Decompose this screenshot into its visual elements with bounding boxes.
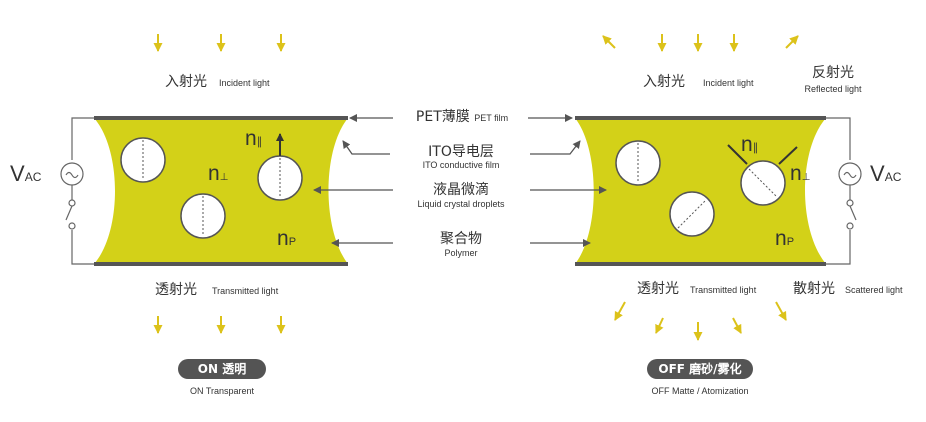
- lc-droplets-caption: Liquid crystal droplets: [417, 199, 505, 209]
- n-main: n: [208, 162, 220, 185]
- off-state-caption: OFF Matte / Atomization: [651, 386, 749, 396]
- right-incident-arrows: [657, 34, 739, 52]
- vac-label-left: VAC: [10, 163, 41, 185]
- off-state-badge: OFF 磨砂/雾化: [647, 359, 753, 379]
- n-sub: ⊥: [219, 172, 229, 183]
- n-sub: P: [288, 236, 297, 248]
- pet-film-zh: PET薄膜: [415, 109, 470, 125]
- left-lc-film: [94, 118, 348, 264]
- reflected-light-label: 反射光: [812, 65, 854, 81]
- vac-main-left: V: [10, 161, 25, 186]
- scattered-light-caption: Scattered light: [845, 285, 903, 295]
- left-droplet-1: [120, 137, 166, 183]
- incident-light-caption-left: Incident light: [219, 78, 270, 88]
- n-parallel-label-left: n∥: [245, 128, 262, 149]
- ito-pointer-right: [530, 140, 581, 155]
- vac-label-right: VAC: [870, 163, 901, 185]
- pet-film-en: PET film: [474, 113, 509, 123]
- n-sub: P: [786, 236, 795, 248]
- n-perp-label-left: n⊥: [208, 163, 228, 184]
- left-droplet-3: [257, 155, 303, 201]
- right-droplet-1: [615, 140, 661, 186]
- n-polymer-label-left: nP: [277, 228, 296, 249]
- right-reflected-arrows: [602, 35, 799, 49]
- right-director-line-1: [727, 144, 748, 165]
- right-scattered-arrows: [614, 301, 787, 341]
- scattered-light-label: 散射光: [793, 281, 835, 297]
- on-state-badge: ON 透明: [178, 359, 266, 379]
- incident-light-label-right: 入射光: [643, 74, 685, 90]
- transmitted-light-label-right: 透射光: [637, 281, 679, 297]
- right-droplet-3: [740, 160, 786, 206]
- pet-film-label: PET薄膜 PET film: [416, 110, 508, 124]
- n-sub: ⊥: [801, 172, 811, 183]
- vac-sub-right: AC: [884, 170, 902, 184]
- n-main: n: [245, 127, 257, 150]
- transmitted-light-caption-left: Transmitted light: [212, 286, 279, 296]
- n-polymer-label-right: nP: [775, 228, 794, 249]
- reflected-light-caption: Reflected light: [804, 84, 862, 94]
- n-main: n: [277, 227, 289, 250]
- left-transmitted-arrows: [153, 316, 286, 334]
- incident-light-caption-right: Incident light: [703, 78, 754, 88]
- ito-caption: ITO conductive film: [422, 160, 500, 170]
- polymer-caption: Polymer: [444, 248, 478, 258]
- transmitted-light-label-left: 透射光: [155, 282, 197, 298]
- n-sub: ∥: [256, 136, 263, 148]
- transmitted-light-caption-right: Transmitted light: [690, 285, 757, 295]
- right-director-line-2: [778, 146, 798, 165]
- n-main: n: [741, 133, 753, 156]
- left-circuit: [60, 117, 94, 265]
- lc-droplets-label: 液晶微滴: [433, 182, 489, 198]
- left-incident-arrows: [153, 34, 286, 52]
- center-pointers: [313, 114, 607, 247]
- n-sub: ∥: [752, 142, 759, 154]
- ito-label: ITO导电层: [428, 144, 494, 160]
- n-parallel-label-right: n∥: [741, 134, 758, 155]
- ito-pointer-left: [342, 140, 390, 155]
- vac-sub-left: AC: [24, 170, 42, 184]
- n-perp-label-right: n⊥: [790, 163, 810, 184]
- on-state-caption: ON Transparent: [189, 386, 255, 396]
- polymer-label: 聚合物: [440, 231, 482, 247]
- left-droplet-2: [180, 193, 226, 239]
- n-main: n: [775, 227, 787, 250]
- vac-main-right: V: [870, 161, 885, 186]
- right-circuit: [826, 117, 862, 265]
- n-main: n: [790, 162, 802, 185]
- incident-light-label-left: 入射光: [165, 74, 207, 90]
- right-droplet-2: [669, 191, 715, 237]
